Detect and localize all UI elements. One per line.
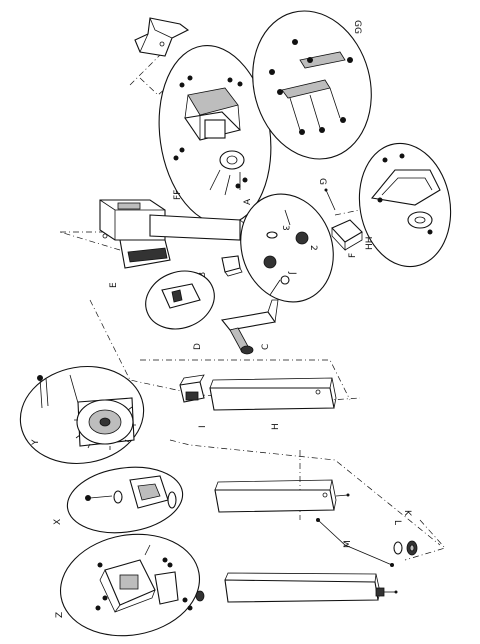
part-h-tube [209, 377, 337, 411]
label-a: A [243, 198, 253, 205]
label-m: M [343, 540, 353, 548]
group-gg [252, 10, 372, 160]
top-bracket [134, 17, 190, 57]
label-e: E [109, 282, 119, 288]
group-hh [358, 142, 452, 268]
label-k: K [402, 510, 412, 517]
part-k [406, 540, 418, 556]
lower-tube-z-row [224, 572, 398, 603]
label-c: C [261, 344, 271, 350]
group-d [145, 270, 215, 330]
label-h: H [271, 423, 281, 430]
label-y: Y [31, 439, 41, 446]
label-l: L [392, 520, 402, 525]
label-g: G [317, 178, 327, 185]
part-f-block [331, 219, 363, 252]
label-hh: HH [365, 236, 375, 250]
label-gg: GG [352, 20, 362, 34]
label-f: F [348, 253, 358, 258]
label-j: J [287, 271, 297, 275]
group-ff [158, 44, 272, 226]
lower-tube-x-row [214, 479, 350, 513]
part-b [221, 255, 243, 277]
label-3: 3 [280, 225, 290, 231]
part-g-pin [324, 188, 336, 211]
group-x [66, 466, 184, 534]
group-y-wheel [19, 365, 145, 465]
part-i-cap [179, 374, 205, 403]
label-z: Z [55, 612, 65, 618]
group-z [59, 533, 205, 637]
part-l [393, 541, 403, 555]
label-b: B [198, 272, 208, 278]
label-2: 2 [308, 245, 318, 251]
part-m-pins [316, 518, 394, 567]
label-i: I [198, 425, 208, 428]
part-c-crank [220, 279, 281, 355]
jack-body-e [99, 199, 246, 269]
label-d: D [193, 343, 203, 350]
label-x: X [53, 519, 63, 525]
label-ff: FF [173, 190, 183, 200]
group-a-oval [240, 193, 334, 303]
